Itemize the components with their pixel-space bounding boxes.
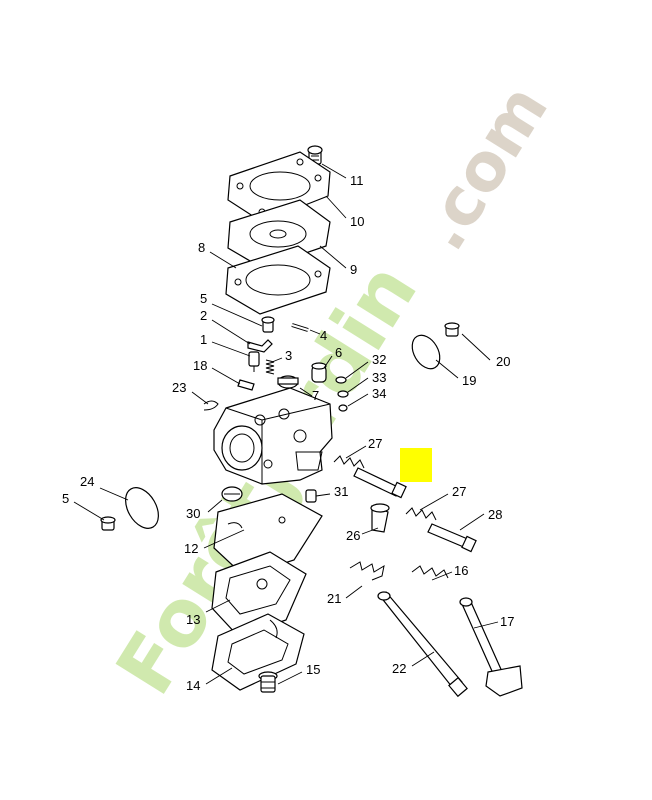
callout-2: 2 [200,308,207,323]
part-spring-21 [349,561,385,581]
callout-4: 4 [320,328,327,343]
callout-18: 18 [193,358,207,373]
callout-30: 30 [186,506,200,521]
part-spring-27a [333,455,365,469]
highlight-marker [400,448,432,482]
callout-5b: 5 [62,491,69,506]
callout-20: 20 [496,354,510,369]
callout-6: 6 [335,345,342,360]
callout-26: 26 [346,528,360,543]
callout-32: 32 [372,352,386,367]
callout-27b: 27 [452,484,466,499]
callout-16: 16 [454,563,468,578]
callout-7: 7 [312,388,319,403]
callout-12: 12 [184,541,198,556]
callout-33: 33 [372,370,386,385]
part-filter-30 [221,486,243,502]
part-throttle-plate-19 [411,334,441,370]
part-plug-7 [277,375,299,389]
callout-34: 34 [372,386,386,401]
callout-1: 1 [200,332,207,347]
callout-5a: 5 [200,291,207,306]
part-shaft-22 [377,591,468,698]
part-lever-2 [247,339,273,353]
part-spring-27b [405,507,437,521]
part-screw-26 [370,503,390,533]
callout-24: 24 [80,474,94,489]
part-gasket-8 [225,245,331,315]
part-screw-5a [261,316,275,333]
part-pin-18 [237,379,255,391]
part-ring-33 [337,390,349,398]
part-carburetor-body [213,387,333,485]
part-valve-6 [311,362,327,383]
part-screw-28 [427,523,477,553]
part-screw-15 [258,671,278,693]
callout-28: 28 [488,507,502,522]
part-bushing-31 [305,489,317,503]
part-clip-23 [203,400,219,411]
callout-15: 15 [306,662,320,677]
part-needle-1 [248,351,260,372]
part-ring-34 [338,404,348,412]
leader-lines [73,163,499,685]
part-spring-16 [411,565,449,579]
callout-labels: 11 10 9 8 5 4 2 1 3 18 6 32 33 34 7 23 2… [62,173,514,693]
callout-27a: 27 [368,436,382,451]
part-gasket-12 [213,493,323,577]
part-plate-14 [211,613,305,691]
callout-23: 23 [172,380,186,395]
watermark: Forêtjardin .com [100,71,563,710]
watermark-suffix: .com [403,71,563,263]
callout-13: 13 [186,612,200,627]
part-screw-20 [444,322,460,337]
part-plate-13 [211,551,307,637]
callout-21: 21 [327,591,341,606]
callout-14: 14 [186,678,200,693]
part-spring-3 [265,359,275,375]
part-shaft-17 [459,597,523,697]
callout-11: 11 [350,173,364,188]
callout-19: 19 [462,373,476,388]
callout-17: 17 [500,614,514,629]
callout-31: 31 [334,484,348,499]
part-ring-32 [335,376,347,384]
callout-22: 22 [392,661,406,676]
part-pin-4 [291,323,309,332]
callout-3: 3 [285,348,292,363]
part-screw-27a [353,467,407,499]
callout-10: 10 [350,214,364,229]
part-plate-24 [125,487,159,529]
part-screw-5b [100,516,116,531]
callout-9: 9 [350,262,357,277]
callout-8: 8 [198,240,205,255]
